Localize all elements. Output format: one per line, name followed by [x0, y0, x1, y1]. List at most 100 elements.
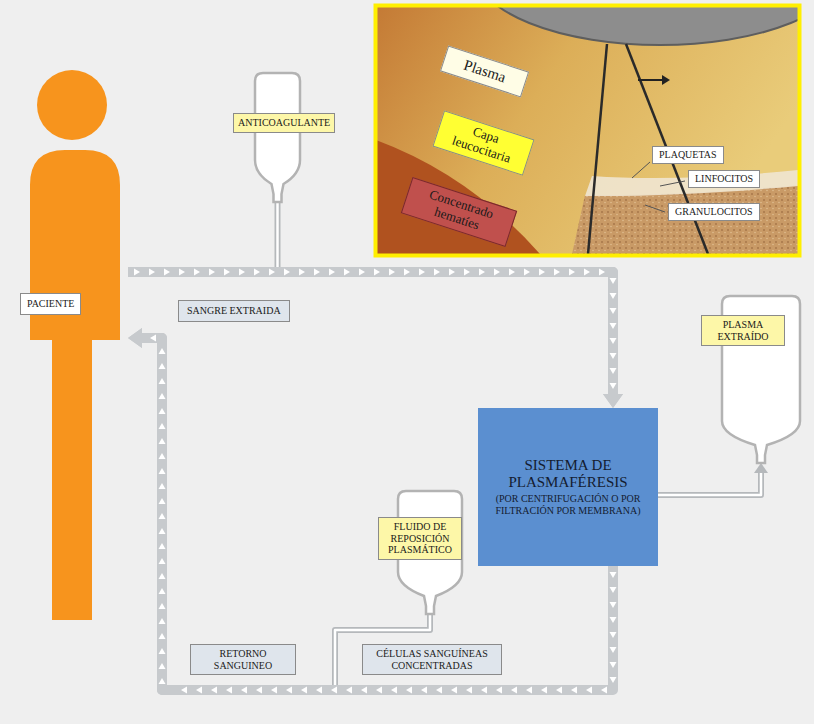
flow-chevron [451, 687, 457, 694]
flow-chevron [610, 353, 617, 359]
flow-chevron [554, 269, 560, 276]
flow-chevron [159, 648, 166, 654]
flow-chevron [159, 573, 166, 579]
flow-chevron [481, 687, 487, 694]
flow-chevron [359, 269, 365, 276]
flow-chevron [159, 453, 166, 459]
flow-chevron [226, 687, 232, 694]
node-text: Plasma [461, 57, 508, 87]
flow-chevron [159, 408, 166, 414]
flow-chevron [159, 393, 166, 399]
tube-line [276, 202, 279, 272]
flow-chevron [149, 269, 155, 276]
flow-chevron [211, 687, 217, 694]
flow-label-box: SANGRE EXTRAIDA [178, 300, 290, 322]
flow-chevron [526, 687, 532, 694]
node-text: GRANULOCITOS [675, 206, 753, 218]
tube-line [658, 470, 761, 495]
flow-chevron [301, 687, 307, 694]
flow-chevron [496, 687, 502, 694]
flow-chevron [134, 269, 140, 276]
layer-label: Plasma [440, 45, 530, 97]
node-text: PLASMA EXTRAÍDO [701, 315, 785, 346]
flow-chevron [610, 647, 617, 653]
flow-chevron [159, 603, 166, 609]
leader-line [632, 162, 650, 178]
node-text: PACIENTE [20, 293, 81, 315]
flow-chevron [256, 687, 262, 694]
flow-chevron [329, 269, 335, 276]
flow-chevron [179, 269, 185, 276]
rotor-hub [475, 7, 798, 45]
layer-label: Concentrado hematíes [401, 177, 517, 247]
patient-head [37, 70, 107, 140]
flow-chevron [466, 687, 472, 694]
flow-chevron [241, 687, 247, 694]
flow-chevron [601, 687, 607, 694]
flow-chevron [159, 363, 166, 369]
flow-chevron [599, 269, 605, 276]
tube-line [658, 470, 761, 495]
flow-label-box: CÉLULAS SANGUÍNEAS CONCENTRADAS [362, 644, 502, 675]
node-text: RETORNO SANGUINEO [199, 648, 287, 671]
flow-chevron [434, 269, 440, 276]
flow-chevron [159, 678, 166, 684]
leader-line [645, 205, 665, 212]
blood-line [278, 202, 624, 408]
node-text: SANGRE EXTRAIDA [187, 305, 281, 317]
flow-chevron [194, 269, 200, 276]
flow-chevron [494, 269, 500, 276]
flow-chevron [159, 558, 166, 564]
node-text: Capa leucocitaria [442, 117, 524, 169]
flow-chevron [610, 587, 617, 593]
flow-chevron [150, 335, 156, 342]
flow-chevron [269, 269, 275, 276]
flow-chevron [404, 269, 410, 276]
fluid-bag: FLUIDO DE REPOSICIÓN PLASMÁTICO [376, 490, 464, 614]
node-text: PLAQUETAS [659, 149, 717, 161]
centrifuge-photo [376, 7, 798, 254]
flow-chevron [346, 687, 352, 694]
flow-chevron [159, 618, 166, 624]
cell-label: LINFOCITOS [688, 170, 760, 188]
flow-chevron [419, 269, 425, 276]
flow-chevron [159, 633, 166, 639]
flow-chevron [376, 687, 382, 694]
tube-line [275, 202, 281, 272]
flow-chevron [610, 383, 617, 389]
flow-chevron [391, 687, 397, 694]
flow-chevron [610, 602, 617, 608]
flow-chevron [159, 528, 166, 534]
flow-chevron [464, 269, 470, 276]
flow-chevron [159, 483, 166, 489]
tube-line [138, 338, 335, 690]
flow-chevron [254, 269, 260, 276]
blood-line [128, 328, 430, 690]
flow-chevron [181, 687, 187, 694]
node-text: ANTICOAGULANTE [233, 113, 335, 133]
flow-chevron [610, 278, 617, 284]
flow-chevron [610, 572, 617, 578]
flow-chevron [361, 687, 367, 694]
flow-chevron [556, 687, 562, 694]
cell-label: GRANULOCITOS [668, 203, 760, 221]
flow-label-box: RETORNO SANGUINEO [190, 644, 296, 675]
flow-chevron [159, 423, 166, 429]
photo-frame [376, 6, 800, 256]
flow-chevron [610, 662, 617, 668]
arrow-head [603, 394, 623, 408]
flow-chevron [159, 438, 166, 444]
flow-chevron [164, 269, 170, 276]
flow-arrow-head [662, 75, 670, 85]
flow-chevron [159, 348, 166, 354]
buffy-coat-layer [585, 170, 798, 196]
flow-chevron [224, 269, 230, 276]
flow-chevron [299, 269, 305, 276]
patient-body [30, 150, 120, 620]
arrow-head [603, 394, 623, 408]
flow-chevron [539, 269, 545, 276]
flow-chevron [610, 368, 617, 374]
tube-line [278, 272, 614, 398]
